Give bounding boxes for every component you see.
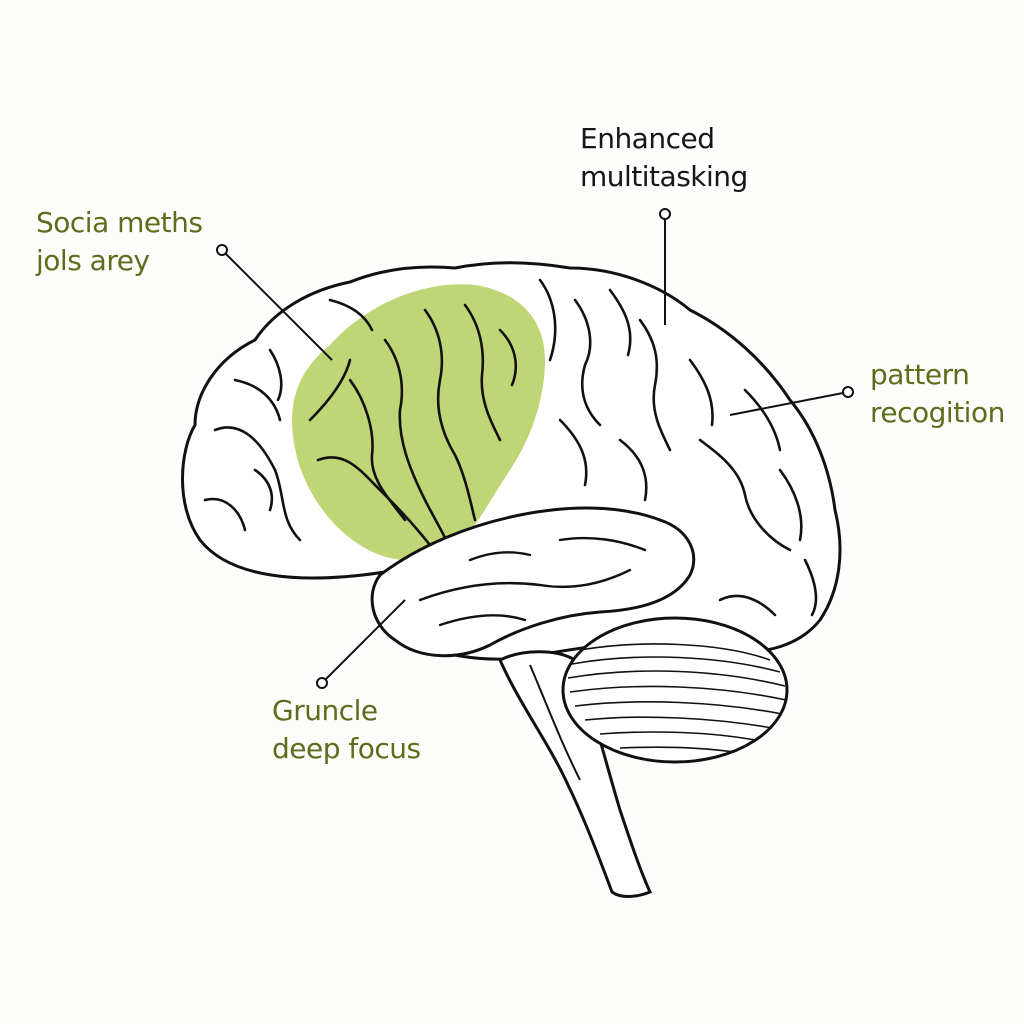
label-social-line2: jols arey: [36, 242, 202, 280]
label-multitasking: Enhanced multitasking: [580, 120, 748, 196]
label-pattern-line2: recogition: [870, 394, 1005, 432]
label-focus-line1: Gruncle: [272, 692, 421, 730]
label-focus: Gruncle deep focus: [272, 692, 421, 768]
label-multitasking-line2: multitasking: [580, 158, 748, 196]
label-focus-line2: deep focus: [272, 730, 421, 768]
label-pattern: pattern recogition: [870, 356, 1005, 432]
label-multitasking-line1: Enhanced: [580, 120, 748, 158]
label-pattern-line1: pattern: [870, 356, 1005, 394]
leader-focus: [317, 600, 405, 688]
label-social: Socia meths jols arey: [36, 204, 202, 280]
label-social-line1: Socia meths: [36, 204, 202, 242]
